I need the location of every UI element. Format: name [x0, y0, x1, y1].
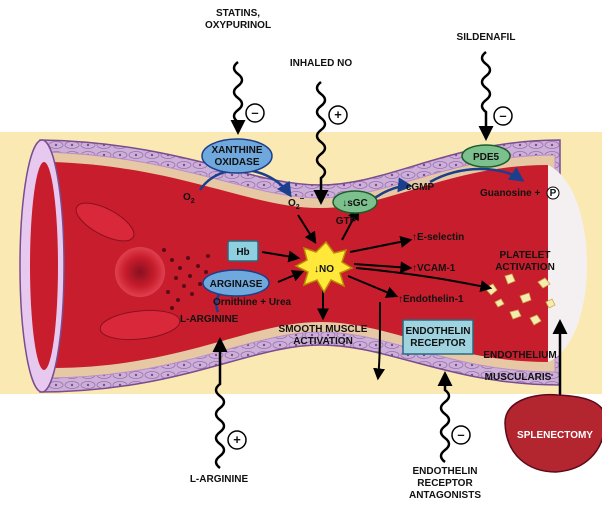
endothelin-receptor-box — [402, 319, 474, 355]
hemoglobin-particles — [162, 248, 210, 310]
arrow-receptor-muscularis — [373, 301, 386, 381]
arrow-no-vcam — [353, 261, 413, 274]
minus-badge-endothelin-antagonists: – — [451, 425, 471, 445]
xanthine-oxidase-oval — [201, 138, 273, 174]
label-o2: O2 — [183, 192, 195, 205]
label-vcam: ↑VCAM-1 — [412, 263, 456, 274]
label-endothelium: ENDOTHELIUM — [483, 350, 556, 361]
minus-badge-statins: – — [245, 103, 265, 123]
label-no: ↓NO — [314, 264, 334, 275]
label-hb: Hb — [236, 247, 249, 258]
label-guanosine: Guanosine + — [480, 188, 540, 199]
label-endothelin-antagonists-2: RECEPTOR — [417, 478, 473, 489]
red-blood-cell — [99, 309, 181, 341]
minus-badge-sildenafil: – — [493, 106, 513, 126]
label-e-selectin: ↑E-selectin — [412, 232, 464, 243]
vessel-opening-right — [548, 165, 587, 362]
label-endothelin-antagonists-3: ANTAGONISTS — [409, 490, 481, 501]
arrow-no-platelet — [355, 267, 493, 293]
label-muscularis: MUSCULARIS — [485, 372, 552, 383]
plus-badge-inhaled-no: + — [328, 105, 348, 125]
vessel-opening-left-inner — [30, 162, 58, 370]
label-endothelin-antagonists-1: ENDOTHELIN — [413, 466, 478, 477]
label-oxidase: OXIDASE — [214, 157, 259, 168]
arrow-endothelin-antagonists — [437, 371, 453, 463]
label-sildenafil: SILDENAFIL — [457, 32, 516, 43]
arrow-statins — [230, 61, 246, 135]
label-l-arginine: L-ARGININE — [180, 314, 239, 325]
label-pde5: PDE5 — [473, 152, 500, 163]
svg-text:–: – — [457, 427, 464, 442]
arrow-arginase-no — [277, 270, 305, 283]
arrow-cgmp-guanosine — [429, 167, 525, 184]
arrow-sildenafil — [478, 51, 494, 141]
label-xanthine: XANTHINE — [211, 145, 262, 156]
label-cgmp: cGMP — [406, 182, 435, 193]
plus-badge-l-arginine: + — [227, 430, 247, 450]
label-statins-line2: OXYPURINOL — [205, 20, 271, 31]
label-smooth-muscle-2: ACTIVATION — [293, 336, 353, 347]
no-star — [294, 240, 354, 294]
label-platelet-1: PLATELET — [500, 250, 551, 261]
label-ornithine-urea: Ornithine + Urea — [213, 297, 292, 308]
label-arginase: ARGINASE — [210, 279, 263, 290]
label-l-arginine-drug: L-ARGININE — [190, 474, 249, 485]
label-receptor-1: ENDOTHELIN — [406, 326, 471, 337]
arrow-no-sgc — [341, 207, 360, 241]
label-platelet-2: ACTIVATION — [495, 262, 555, 273]
svg-text:–: – — [499, 108, 506, 123]
label-smooth-muscle-1: SMOOTH MUSCLE — [279, 324, 368, 335]
svg-text:+: + — [334, 107, 342, 122]
arginase-oval — [202, 269, 270, 297]
arrow-no-endothelin1 — [347, 275, 399, 298]
pde5-oval — [461, 144, 511, 168]
spleen — [504, 393, 602, 473]
arrow-inhaled-no — [313, 81, 329, 205]
lysed-red-cell — [115, 247, 165, 297]
label-gtp: GTP — [336, 216, 357, 227]
label-statins-line1: STATINS, — [216, 8, 260, 19]
phosphate-circle: P — [546, 186, 560, 200]
hb-box — [227, 240, 259, 262]
arrow-superoxide-no — [297, 214, 317, 245]
label-sgc: ↓sGC — [342, 198, 368, 209]
svg-text:+: + — [233, 432, 241, 447]
label-receptor-2: RECEPTOR — [410, 338, 466, 349]
sgc-oval — [332, 190, 378, 214]
label-splenectomy: SPLENECTOMY — [517, 430, 593, 441]
arrow-l-arginine-drug — [212, 337, 228, 469]
label-superoxide: O2– — [288, 194, 305, 211]
arrow-no-eselectin — [349, 235, 413, 253]
label-inhaled-no: INHALED NO — [290, 58, 352, 69]
arrow-hb-no — [261, 250, 301, 263]
red-blood-cell — [75, 202, 135, 242]
svg-text:–: – — [251, 105, 258, 120]
label-endothelin1: ↑Endothelin-1 — [398, 294, 464, 305]
svg-text:P: P — [550, 188, 557, 199]
